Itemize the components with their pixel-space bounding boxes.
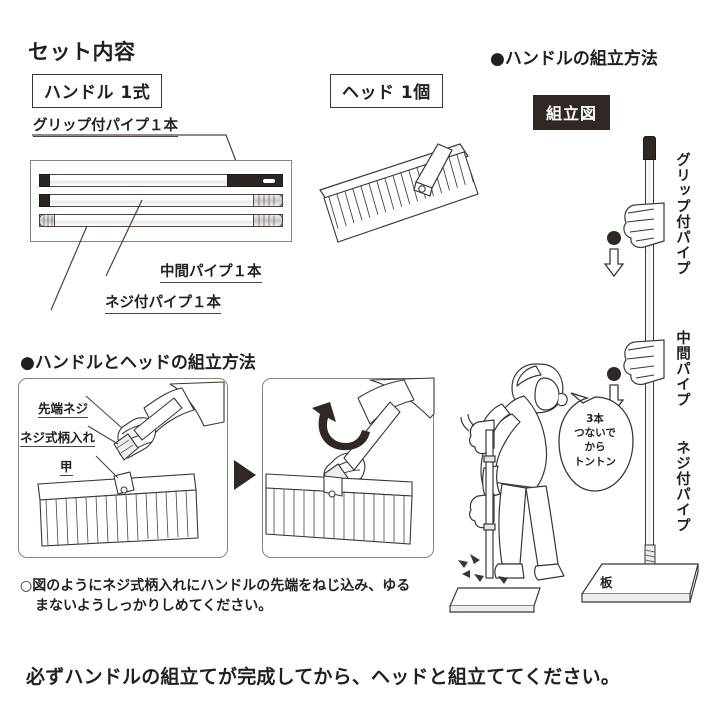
- pipe-middle: [39, 194, 283, 207]
- speech-bubble-text: 3本 つないで から トントン: [565, 412, 625, 469]
- broom-head-icon: [319, 143, 479, 243]
- label-top-surface: 甲: [60, 456, 73, 476]
- pipe-screw: [39, 214, 283, 227]
- handle-group-label: ハンドル 1式: [32, 74, 163, 108]
- down-arrow-upper-icon: [603, 248, 625, 278]
- step-arrow-icon: [234, 460, 256, 490]
- vlabel-screw-pipe: ネジ付パイプ: [674, 440, 690, 533]
- speech-bubble-shape: [558, 392, 634, 492]
- callout-grip-pipe: グリップ付パイプ１本: [33, 114, 178, 137]
- page-title: セット内容: [28, 40, 136, 64]
- speech-line-3: から: [584, 441, 606, 454]
- pole-grip-cap: [643, 136, 656, 160]
- step-dot-lower: [607, 367, 621, 381]
- base-plate-person: [449, 587, 541, 613]
- step-dot-upper: [607, 231, 621, 245]
- leader-line-middle-pipe: [105, 199, 143, 277]
- base-plate-right: [580, 563, 699, 603]
- vlabel-middle-pipe: 中間パイプ: [674, 330, 690, 408]
- speech-line-2: つないで: [574, 427, 616, 440]
- note-line-2: まないようしっかりしめてください。: [35, 598, 273, 615]
- callout-screw-pipe: ネジ付パイプ１本: [105, 291, 221, 314]
- callout-middle-pipe: 中間パイプ１本: [160, 260, 262, 283]
- person-tapping-handle-icon: [458, 363, 568, 584]
- plate-label-right: 板: [600, 575, 613, 590]
- head-group-label: ヘッド 1個: [330, 74, 443, 108]
- label-screw-socket: ネジ式柄入れ: [20, 427, 96, 447]
- label-tip-screw: 先端ネジ: [38, 398, 89, 418]
- handle-group-label-box: ハンドル 1式: [32, 74, 163, 108]
- vlabel-grip-pipe: グリップ付パイプ: [674, 152, 690, 276]
- pipe-grip: [39, 174, 283, 187]
- assembly-note: ○ 図のようにネジ式柄入れにハンドルの先端をねじ込み、ゆる まないようしっかりし…: [20, 576, 430, 617]
- note-marker: ○: [20, 578, 33, 594]
- hand-screwing-handle-into-broom-icon: [265, 377, 435, 545]
- hand-lower-icon: [623, 339, 665, 386]
- handle-assembly-heading: ●ハンドルの組立方法: [490, 49, 658, 69]
- assembly-diagram-label-box: 組立図: [533, 95, 611, 130]
- hand-upper-icon: [623, 202, 665, 249]
- leader-line-screw-pipe: [50, 225, 88, 311]
- footer-warning: 必ずハンドルの組立てが完成してから、ヘッドと組立ててください。: [26, 666, 621, 688]
- assembly-diagram-label: 組立図: [533, 95, 611, 130]
- hand-holding-handle-over-broom-icon: [37, 381, 225, 547]
- head-assembly-heading: ●ハンドルとヘッドの組立方法: [20, 353, 256, 373]
- note-line-1: 図のようにネジ式柄入れにハンドルの先端をねじ込み、ゆる: [32, 578, 411, 594]
- head-group-label-box: ヘッド 1個: [330, 74, 443, 108]
- speech-line-4: トントン: [574, 455, 616, 468]
- speech-line-1: 3本: [586, 413, 604, 425]
